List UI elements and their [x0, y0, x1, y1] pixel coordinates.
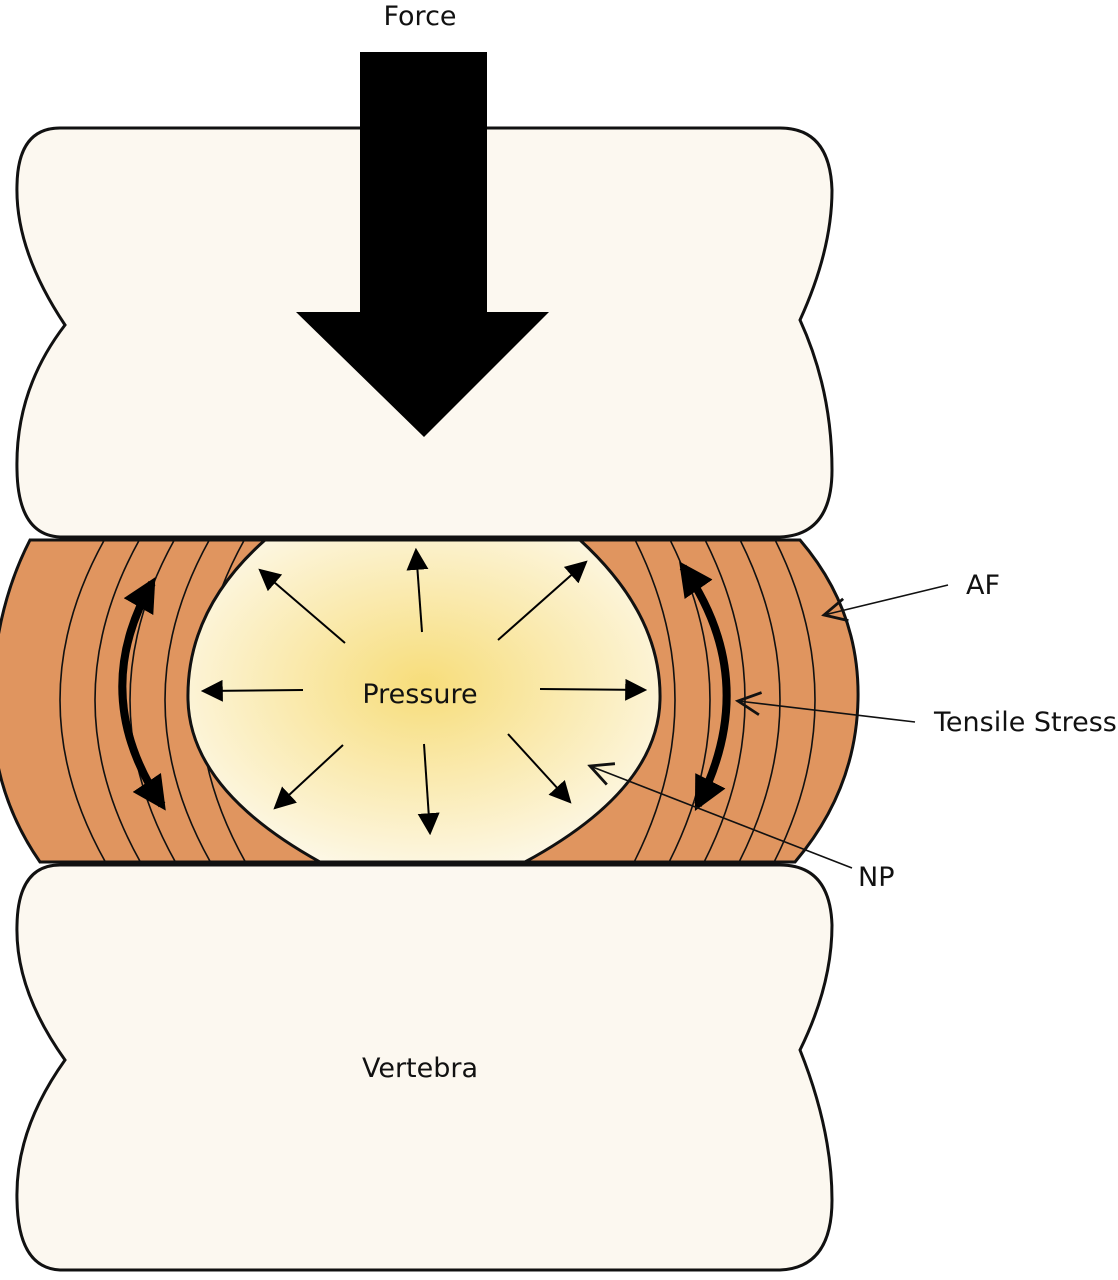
label-leaders — [590, 584, 949, 869]
np-label: NP — [858, 862, 894, 893]
tensile-stress-arrows-icon — [118, 561, 731, 812]
nucleus-pulposus — [186, 538, 662, 864]
tensile-stress-label: Tensile Stress — [933, 707, 1117, 738]
lower-vertebra — [15, 863, 834, 1272]
force-arrow-icon — [296, 52, 549, 437]
vertebra-label: Vertebra — [362, 1053, 478, 1084]
pressure-arrows-icon — [200, 547, 648, 836]
af-label: AF — [966, 570, 1000, 601]
pressure-label: Pressure — [362, 679, 477, 710]
force-label: Force — [383, 1, 456, 32]
